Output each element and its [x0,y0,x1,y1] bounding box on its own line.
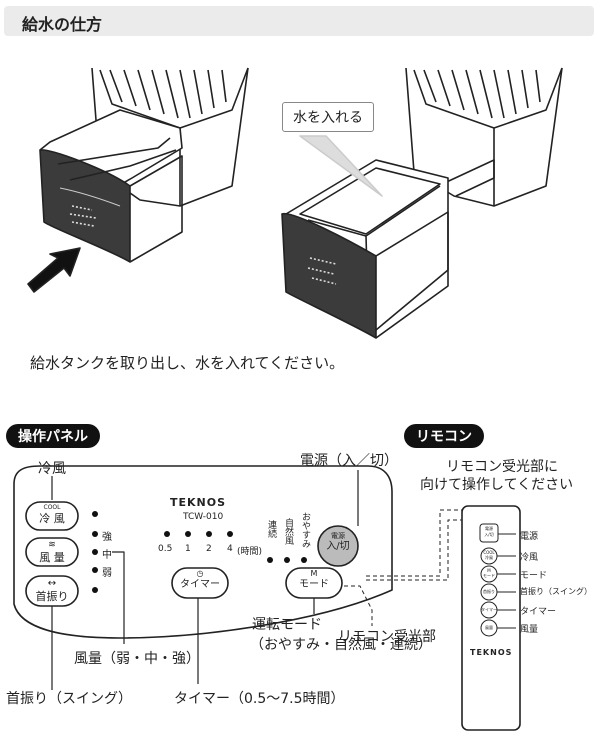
label-mode: 運転モード [252,617,322,633]
mode-button[interactable]: M モード [299,569,329,590]
panel-brand: TEKNOS [170,496,227,509]
remote-instruction-line1: リモコン受光部に [446,459,558,475]
remote-timer-button[interactable]: タイマー [481,607,497,612]
section-label-panel: 操作パネル [6,424,100,448]
cool-button-shape [25,501,79,531]
swing-button[interactable]: ↔ 首振り [26,576,78,603]
fan-level-low: 弱 [102,568,112,579]
remote-label-cool: 冷風 [520,553,539,563]
timer-value: 2 [206,544,212,554]
remote-brand: TEKNOS [470,648,513,657]
remote-label-fan: 風量 [520,625,539,635]
section-label-remote: リモコン [404,424,484,448]
callout-pointer [299,135,383,197]
remote-cool-button[interactable]: COOL 冷風 [483,550,495,560]
timer-value: 4 [227,544,233,554]
clock-icon: ◷ [196,569,204,578]
panel-model: TCW-010 [183,512,224,522]
fill-water-callout: 水を入れる [282,102,374,132]
remote-instruction-line2: 向けて操作してください [420,477,574,493]
label-fan-speed: 風量（弱・中・強） [74,651,200,667]
remote-label-swing: 首振り（スイング） [520,587,592,596]
mode-name: 自然風 [283,518,293,545]
mode-name: おやすみ [300,512,310,548]
water-tank-right [281,159,449,339]
instruction-text: 給水タンクを取り出し、水を入れてください。 [30,354,345,372]
pull-arrow-icon [27,247,81,293]
cooler-unit-right [405,67,563,207]
label-timer: タイマー（0.5〜7.5時間） [174,691,345,707]
timer-value: 0.5 [158,544,173,554]
power-button[interactable]: 電源 入/切 [326,532,350,552]
remote-power-button[interactable]: 電源 入/切 [484,526,494,537]
fan-button[interactable]: ≋ 風 量 [26,538,78,564]
remote-label-power: 電源 [520,532,539,542]
cool-button[interactable]: COOL 冷 風 [39,504,65,525]
remote-mode-button[interactable]: M モード [483,568,495,578]
timer-value: 1 [185,544,191,554]
label-cool: 冷風 [38,461,66,477]
timer-unit: (時間) [237,547,263,557]
page-title: 給水の仕方 [22,15,103,34]
mode-name: 連続 [266,520,276,538]
swing-icon: ↔ [47,578,57,589]
panel-outline [13,465,393,639]
label-receiver: リモコン受光部 [338,629,436,645]
water-tank-left [39,109,183,263]
remote-fan-button[interactable]: 風量 [485,625,493,630]
fan-icon: ≋ [48,540,56,550]
label-swing: 首振り（スイング） [6,691,132,707]
label-power: 電源（入／切） [300,453,398,469]
remote-label-timer: タイマー [520,607,557,617]
remote-swing-button[interactable]: 首振り [483,589,495,594]
timer-button[interactable]: ◷ タイマー [172,568,228,591]
remote-label-mode: モード [520,571,548,581]
header-bar [4,6,594,36]
fan-level-high: 強 [102,532,112,543]
fan-level-mid: 中 [102,550,112,561]
label-mode-sub: （おやすみ・自然風・連続） [250,637,432,653]
